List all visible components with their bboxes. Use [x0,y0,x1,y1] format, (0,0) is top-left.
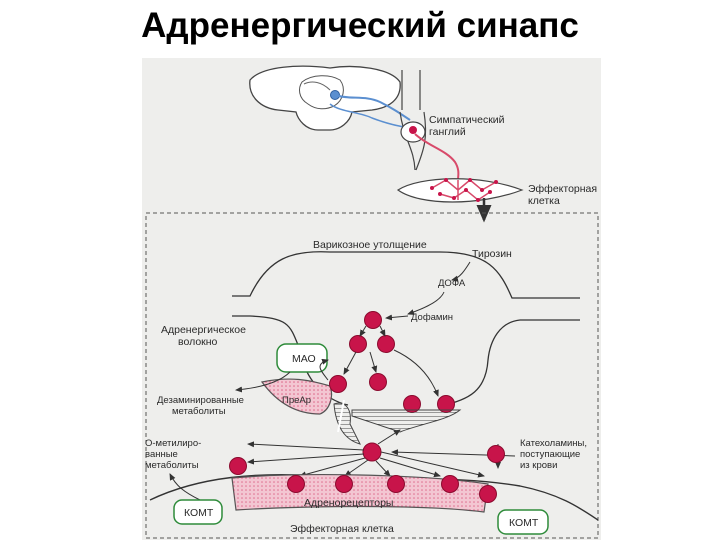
vesicle [369,373,387,391]
adrenoreceptors-label: Адренорецепторы [304,497,393,509]
o-methylated-metabolites-label: О-метилиро- ванные метаболиты [145,438,204,471]
komt-right-label: КОМТ [509,517,539,529]
postganglionic-axon [414,133,460,181]
komt-right-box [497,509,549,535]
mao-label: МАО [292,353,316,365]
bound-molecule [335,475,353,493]
receptor-bound-transmitter [229,445,505,503]
enlargement-frame [145,212,599,539]
vesicles [329,311,455,413]
bound-molecule [229,457,247,475]
sympathetic-ganglion-label: Симпатический ганглий [429,114,507,138]
adrenergic-fiber-label: Адренергическое волокно [161,324,249,348]
dopa-label: ДОФА [438,278,466,289]
prear-label: ПреАр [282,395,311,406]
vesicle [364,311,382,329]
deaminated-metabolites-label: Дезаминированные метаболиты [157,395,247,417]
effector-cell-bottom-label: Эффекторная клетка [290,523,394,535]
slide-title: Адренергический синапс [141,6,579,45]
vesicle [349,335,367,353]
bound-molecule [479,485,497,503]
varicose-thickening-label: Варикозное утолщение [313,239,427,251]
vesicle [377,335,395,353]
vesicle [329,375,347,393]
dopamine-label: Дофамин [411,312,453,323]
bound-molecule [287,475,305,493]
bound-molecule [487,445,505,463]
komt-left-box [173,499,223,525]
bound-molecule [387,475,405,493]
mao-enzyme-box [276,343,328,373]
komt-left-label: КОМТ [184,507,214,519]
effector-cell-top [396,178,524,203]
varicosity-membrane [232,251,580,299]
tyrosine-label: Тирозин [472,248,512,260]
effector-cell-top-label: Эффекторная клетка [528,183,600,207]
released-transmitter [362,442,382,462]
bound-molecule [441,475,459,493]
catecholamines-label: Катехоламины, поступающие из крови [520,438,590,471]
